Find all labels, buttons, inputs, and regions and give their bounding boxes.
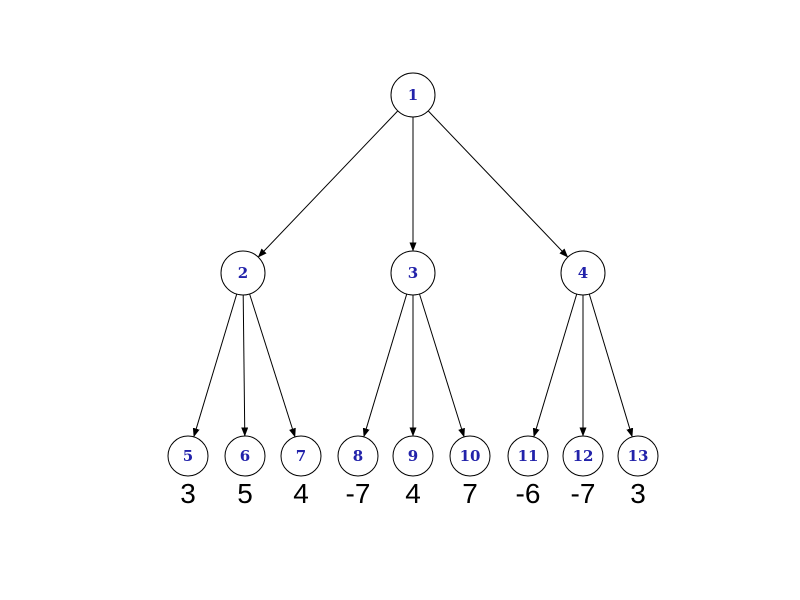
leaf-value: 3 [180, 478, 196, 509]
node-circle [280, 435, 322, 477]
node-circle [337, 435, 379, 477]
edge-4-11 [532, 293, 578, 438]
leaf-value: 4 [293, 478, 309, 509]
node-label: 11 [518, 447, 539, 465]
node-label: 2 [238, 264, 248, 282]
tree-node-11: 11 -6 [507, 435, 549, 509]
tree-node-9: 94 [392, 435, 434, 509]
edge-2-5 [192, 293, 238, 438]
edge-3-10 [419, 293, 465, 438]
node-label: 4 [578, 264, 588, 282]
leaf-value: 7 [462, 478, 478, 509]
node-circle [224, 435, 266, 477]
leaf-value: -7 [346, 478, 371, 509]
node-circle [449, 435, 491, 477]
edge-4-13 [588, 293, 634, 438]
tree-node-3: 3 [390, 250, 436, 296]
leaf-value: 3 [630, 478, 646, 509]
node-circle [392, 435, 434, 477]
tree-node-6: 65 [224, 435, 266, 509]
node-circle [560, 250, 606, 296]
edge-2-7 [249, 293, 296, 438]
node-label: 1 [408, 86, 418, 104]
node-circle [617, 435, 659, 477]
node-label: 5 [183, 447, 193, 465]
edge-2-6 [241, 294, 249, 437]
leaf-value: 5 [237, 478, 253, 509]
tree-node-12: 12 -7 [562, 435, 604, 509]
node-label: 9 [408, 447, 418, 465]
tree-node-10: 10 7 [449, 435, 491, 509]
leaf-value: -7 [571, 478, 596, 509]
tree-node-4: 4 [560, 250, 606, 296]
node-label: 8 [353, 447, 363, 465]
node-label: 13 [628, 447, 649, 465]
node-circle [220, 250, 266, 296]
node-label: 10 [460, 447, 481, 465]
node-label: 7 [296, 447, 306, 465]
tree-node-7: 74 [280, 435, 322, 509]
tree-node-13: 13 3 [617, 435, 659, 509]
node-circle [562, 435, 604, 477]
tree-node-5: 53 [167, 435, 209, 509]
node-circle [167, 435, 209, 477]
node-label: 12 [573, 447, 594, 465]
edge-1-2 [257, 110, 399, 258]
tree-node-8: 8 -7 [337, 435, 379, 509]
edge-1-4 [427, 110, 569, 258]
leaf-value: -6 [516, 478, 541, 509]
node-circle [390, 250, 436, 296]
node-circle [390, 72, 436, 118]
edge-3-8 [362, 293, 408, 438]
node-label: 3 [408, 264, 418, 282]
node-circle [507, 435, 549, 477]
leaf-value: 4 [405, 478, 421, 509]
node-label: 6 [240, 447, 250, 465]
tree-node-2: 2 [220, 250, 266, 296]
tree-node-1: 1 [390, 72, 436, 118]
